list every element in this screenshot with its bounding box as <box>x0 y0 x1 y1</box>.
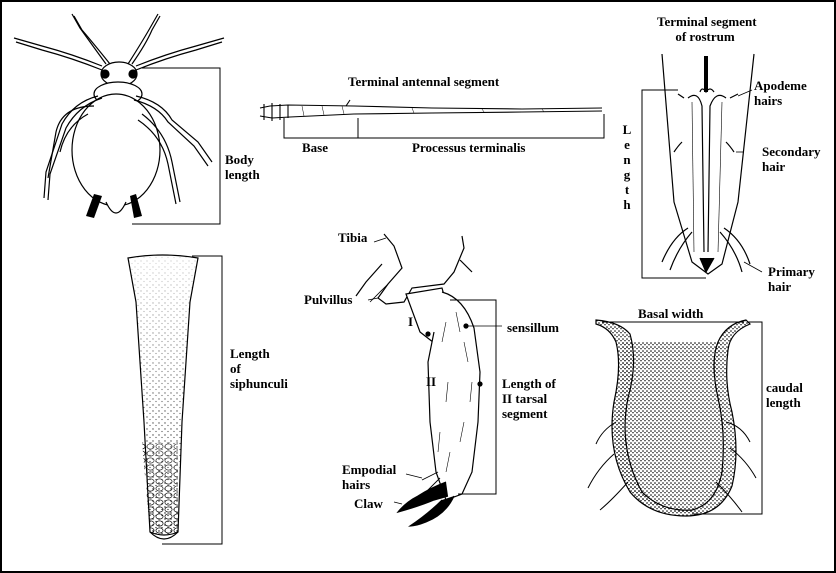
secondary-hair-line1: Secondary <box>762 144 821 159</box>
tarsal-length-line3: segment <box>502 406 548 421</box>
rostrum-length-vertical-label: L e n g t h <box>621 122 633 212</box>
caudal-length-bracket <box>692 321 763 515</box>
rostrum-length-bracket <box>641 89 706 279</box>
antennal-segment-drawing <box>259 99 603 121</box>
length-letter-5: t <box>624 182 630 197</box>
pulvillus-label: Pulvillus <box>304 292 353 307</box>
secondary-hair-line2: hair <box>762 159 786 174</box>
tibia-pointer <box>373 237 387 243</box>
cauda-drawing <box>587 319 757 517</box>
base-label: Base <box>302 140 328 155</box>
tibia-label: Tibia <box>338 230 368 245</box>
primary-hair-label: Primary hair <box>768 264 815 294</box>
aphid-siphunculus-right <box>130 194 142 218</box>
empodial-hairs-line2: hairs <box>342 477 371 492</box>
empodial-pointer <box>405 473 423 479</box>
apodeme-hairs-label: Apodeme hairs <box>754 78 807 108</box>
antennal-bracket <box>283 114 605 139</box>
primary-pointer <box>743 261 763 273</box>
empodial-hairs-label: Empodial hairs <box>342 462 396 492</box>
apodeme-hairs-line2: hairs <box>754 93 783 108</box>
siphunculi-line2: of <box>230 361 241 376</box>
body-length-label-line1: Body <box>225 152 254 167</box>
siphunculus-bracket <box>162 255 223 545</box>
rostrum-title-line2: of rostrum <box>675 29 735 44</box>
caudal-length-label: caudal length <box>766 380 803 410</box>
tarsus-drawing <box>355 233 483 527</box>
body-length-bracket <box>132 67 221 225</box>
basal-width-label: Basal width <box>638 306 704 321</box>
caudal-length-line2: length <box>766 395 801 410</box>
claw-label: Claw <box>354 496 383 511</box>
tarsal-numeral-ii: II <box>426 374 437 389</box>
length-letter-4: g <box>623 167 631 182</box>
length-letter-6: h <box>623 197 631 212</box>
tarsal-length-line2: II tarsal <box>502 391 548 406</box>
tarsal-length-bracket <box>450 299 497 495</box>
rostrum-drawing <box>661 53 755 275</box>
body-length-label: Body length <box>225 152 260 182</box>
antennal-segment-title: Terminal antennal segment <box>348 74 500 89</box>
primary-hair-line2: hair <box>768 279 792 294</box>
aphid-body-drawing <box>13 13 225 214</box>
primary-hair-line1: Primary <box>768 264 815 279</box>
tarsal-length-line1: Length of <box>502 376 556 391</box>
sensillum-label: sensillum <box>507 320 560 335</box>
apodeme-hairs-line1: Apodeme <box>754 78 807 93</box>
tarsal-length-label: Length of II tarsal segment <box>502 376 556 421</box>
length-letter-3: n <box>623 152 631 167</box>
processus-terminalis-label: Processus terminalis <box>412 140 526 155</box>
siphunculi-line1: Length <box>230 346 270 361</box>
length-letter-1: L <box>622 122 632 137</box>
apodeme-pointer <box>737 89 753 97</box>
length-letter-2: e <box>624 137 630 152</box>
siphunculi-length-label: Length of siphunculi <box>230 346 288 391</box>
tarsal-numeral-i: I <box>408 314 414 329</box>
siphunculi-line3: siphunculi <box>230 376 288 391</box>
secondary-hair-label: Secondary hair <box>762 144 821 174</box>
claw-pointer <box>393 501 403 505</box>
rostrum-title-line1: Terminal segment <box>657 14 757 29</box>
pulvillus-pointer <box>367 297 379 301</box>
body-length-label-line2: length <box>225 167 260 182</box>
caudal-length-line1: caudal <box>766 380 803 395</box>
siphunculus-drawing <box>127 254 199 540</box>
empodial-hairs-line1: Empodial <box>342 462 397 477</box>
aphid-siphunculus-left <box>86 194 102 218</box>
rostrum-title: Terminal segment of rostrum <box>657 14 757 44</box>
